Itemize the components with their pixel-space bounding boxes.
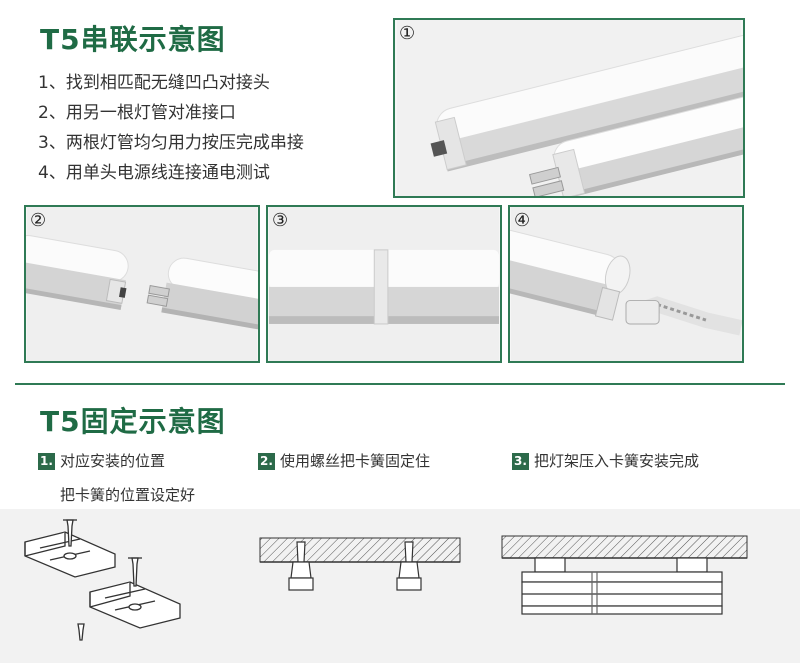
- photo-1-label: ①: [399, 23, 416, 44]
- series-section: T5串联示意图 1、找到相匹配无缝凹凸对接头 2、用另一根灯管对准接口 3、两根…: [24, 18, 745, 363]
- photo-step-1: ①: [393, 18, 745, 198]
- series-steps-list: 1、找到相匹配无缝凹凸对接头 2、用另一根灯管对准接口 3、两根灯管均匀用力按压…: [38, 68, 304, 188]
- section-divider: [15, 383, 785, 385]
- fixing-step-1-sublabel: 把卡簧的位置设定好: [60, 486, 196, 504]
- series-step-1: 1、找到相匹配无缝凹凸对接头: [38, 73, 270, 93]
- series-step-3: 3、两根灯管均匀用力按压完成串接: [38, 133, 304, 153]
- series-step-2: 2、用另一根灯管对准接口: [38, 103, 236, 123]
- fixing-step-1-number: 1.: [38, 453, 55, 470]
- screw-fixing-drawing: [259, 537, 461, 591]
- fixing-step-2-number: 2.: [258, 453, 275, 470]
- fixing-step-1-label: 对应安装的位置: [60, 452, 166, 470]
- photo-step-3: ③: [266, 205, 502, 363]
- fixing-step-2-label: 使用螺丝把卡簧固定住: [280, 452, 431, 470]
- clip-placement-drawing: [24, 519, 181, 641]
- photo-3-label: ③: [272, 210, 289, 231]
- photo-step-2: ②: [24, 205, 260, 363]
- fixing-step-3-number: 3.: [512, 453, 529, 470]
- photo-4-label: ④: [514, 210, 531, 231]
- photo-2-label: ②: [30, 210, 47, 231]
- series-title: T5串联示意图: [40, 23, 226, 56]
- photo-4-tube-illustration: [510, 207, 742, 361]
- series-step-4: 4、用单头电源线连接通电测试: [38, 163, 270, 183]
- photo-step-4: ④: [508, 205, 744, 363]
- fixing-step-3: 3. 把灯架压入卡簧安装完成: [512, 450, 699, 471]
- fixing-step-1: 1. 对应安装的位置: [38, 450, 165, 471]
- fixing-step-3-label: 把灯架压入卡簧安装完成: [534, 452, 700, 470]
- photo-1-tube-illustration: [396, 20, 743, 196]
- fixing-title: T5固定示意图: [40, 405, 226, 438]
- photo-2-tube-illustration: [26, 207, 258, 361]
- photo-3-tube-illustration: [268, 207, 500, 361]
- fixing-step-2: 2. 使用螺丝把卡簧固定住: [258, 450, 430, 471]
- fixture-installed-drawing: [501, 535, 748, 615]
